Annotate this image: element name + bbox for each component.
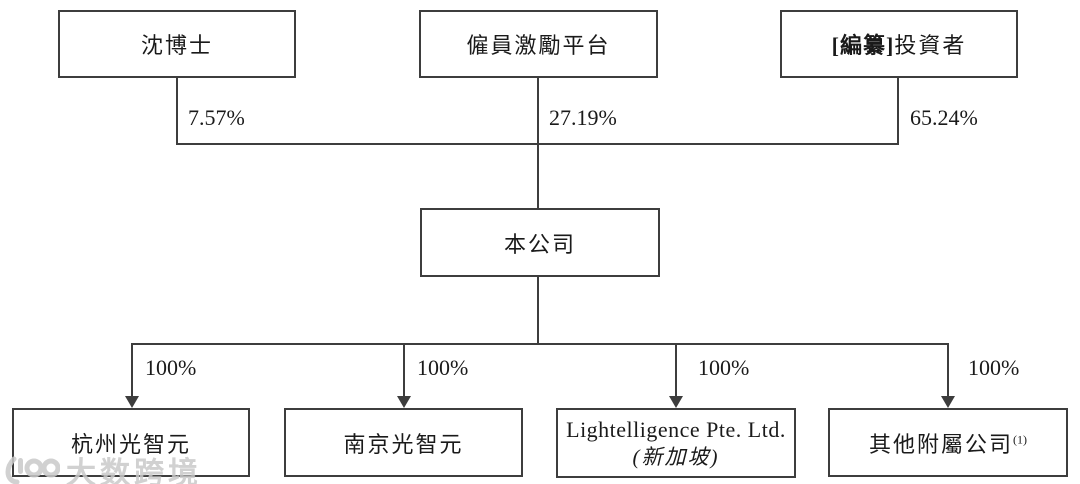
node-shareholder-investors: [編纂]投資者 [780, 10, 1018, 78]
node-label: 南京光智元 [343, 431, 464, 457]
ownership-label-esop: 27.19% [549, 105, 617, 130]
node-sublabel: (新加坡) [632, 444, 720, 469]
ownership-label-sub2: 100% [417, 355, 469, 380]
connector-v-sub3 [675, 343, 677, 398]
ownership-label-shen: 7.57% [188, 105, 245, 130]
redacted-tag: [編纂] [831, 33, 895, 58]
node-subsidiary-other: 其他附屬公司(1) [828, 408, 1068, 477]
node-subsidiary-nanjing: 南京光智元 [284, 408, 523, 477]
arrow-down-icon [941, 396, 955, 408]
connector-v-company-down [537, 277, 539, 345]
ownership-label-sub3: 100% [698, 355, 750, 380]
node-label: 杭州光智元 [70, 431, 191, 457]
ownership-label-investors: 65.24% [910, 105, 978, 130]
arrow-down-icon [669, 396, 683, 408]
ownership-label-sub4: 100% [968, 355, 1020, 380]
node-label: 沈博士 [140, 33, 213, 58]
node-label: [編纂]投資者 [832, 28, 967, 60]
node-shareholder-shen: 沈博士 [58, 10, 296, 78]
connector-h-top [176, 143, 899, 145]
connector-v-sub4 [947, 343, 949, 398]
footnote-marker: (1) [1013, 432, 1027, 447]
node-company: 本公司 [420, 208, 660, 277]
connector-v-sub2 [403, 343, 405, 398]
node-label: Lightelligence Pte. Ltd. [566, 417, 786, 443]
connector-v-shen [176, 78, 178, 145]
node-subsidiary-singapore: Lightelligence Pte. Ltd. (新加坡) [556, 408, 796, 478]
node-label: 僱員激勵平台 [466, 33, 611, 58]
node-label-rest: 投資者 [894, 33, 967, 58]
connector-h-bottom [131, 343, 949, 345]
node-subsidiary-hangzhou: 杭州光智元 [12, 408, 250, 477]
ownership-label-sub1: 100% [145, 355, 197, 380]
node-label: 其他附屬公司(1) [868, 431, 1027, 457]
arrow-down-icon [125, 396, 139, 408]
connector-v-investors [897, 78, 899, 145]
node-label: 本公司 [503, 231, 576, 257]
node-shareholder-esop: 僱員激勵平台 [419, 10, 658, 78]
connector-v-sub1 [131, 343, 133, 398]
arrow-down-icon [397, 396, 411, 408]
